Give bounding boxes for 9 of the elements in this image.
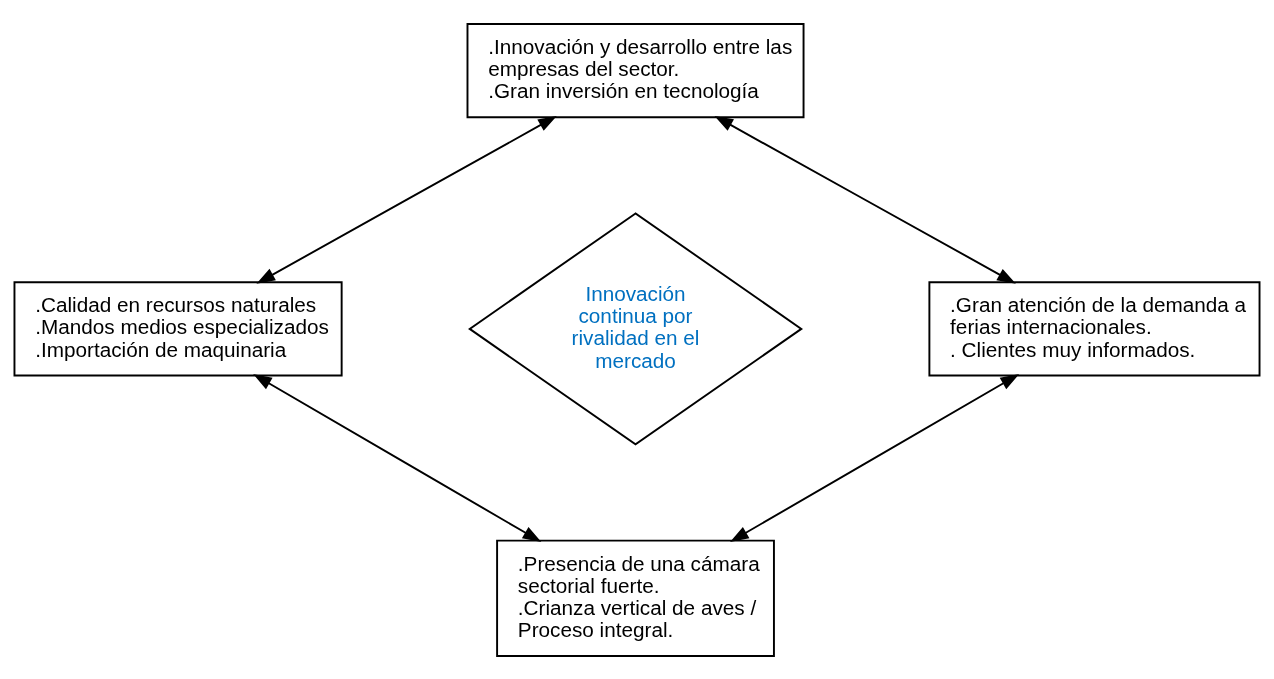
node-box: .Innovación y desarrollo entre las empresas del sector. .Gran inversión en tecnología: [466, 22, 805, 118]
node-diamond: Innovación continua por rivalidad en el mercado: [468, 211, 803, 446]
node-box: .Gran atención de la demanda a ferias internacionales. . Clientes muy informados.: [928, 280, 1261, 376]
arrow: [256, 115, 557, 284]
arrow: [714, 115, 1016, 284]
node-box: .Calidad en recursos naturales .Mandos medios especializados .Importación de maquinaria: [13, 280, 343, 376]
arrow: [253, 373, 542, 542]
node-box: .Presencia de una cámara sectorial fuerte. .Crianza vertical de aves / Proceso integral.: [496, 539, 775, 657]
arrow: [730, 373, 1020, 542]
